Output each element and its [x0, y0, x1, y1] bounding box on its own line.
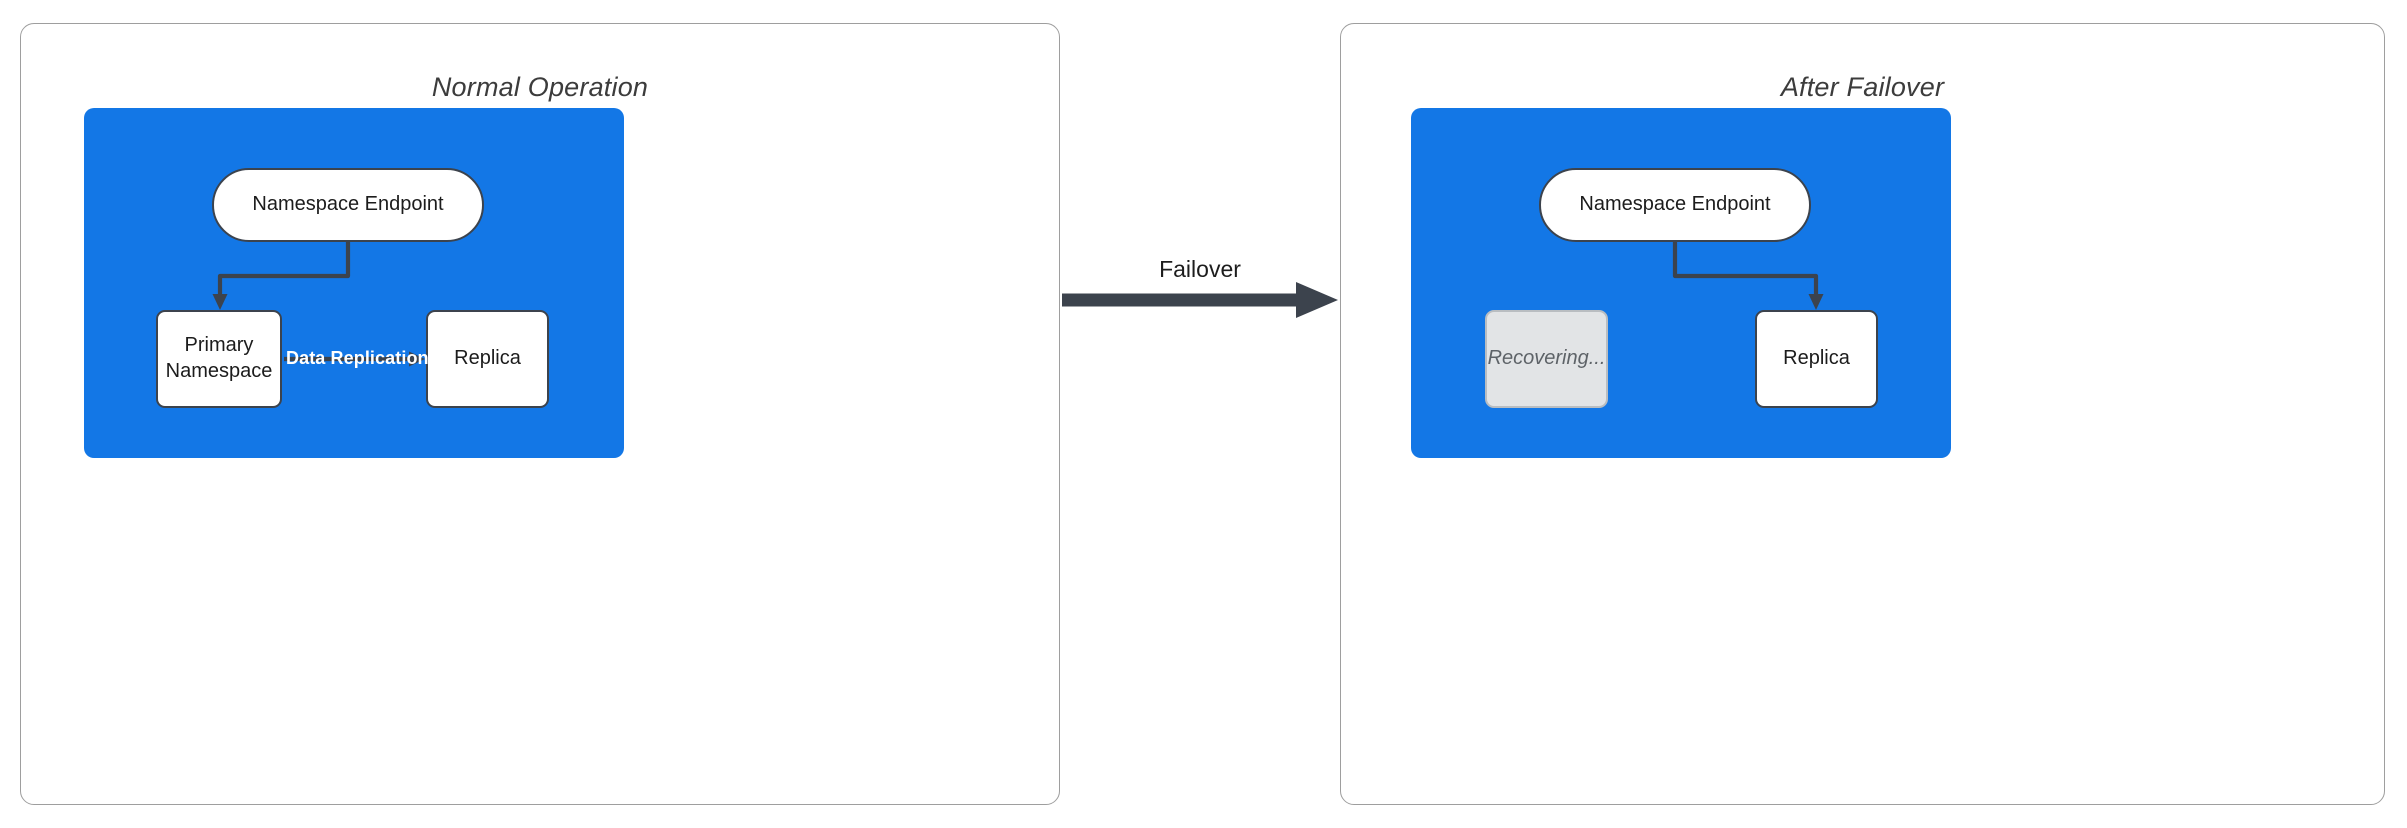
edge-label-data-replication: Data Replication — [286, 348, 429, 368]
node-label: Replica — [454, 347, 521, 370]
node-namespace-endpoint[interactable]: Namespace Endpoint — [1539, 168, 1811, 242]
node-recovering: Recovering... — [1485, 310, 1608, 408]
failover-label: Failover — [1159, 256, 1241, 282]
panel-title-normal-operation: Normal Operation — [431, 72, 649, 102]
failover-transition: Failover — [1060, 250, 1340, 360]
node-label: Recovering... — [1487, 347, 1606, 370]
node-label-line-1: Primary — [184, 334, 254, 357]
node-replica[interactable]: Replica — [426, 310, 549, 408]
node-namespace-endpoint[interactable]: Namespace Endpoint — [212, 168, 484, 242]
node-label-line-2: Namespace — [165, 360, 273, 382]
node-replica[interactable]: Replica — [1755, 310, 1878, 408]
node-label: Namespace Endpoint — [1579, 193, 1771, 216]
panel-after-failover: After Failover Namespace Endpoint Recove… — [1340, 23, 2385, 805]
panel-title-after-failover: After Failover — [1780, 72, 1945, 102]
node-label: Replica — [1783, 347, 1850, 370]
node-label: Namespace Endpoint — [252, 193, 444, 216]
panel-normal-operation: Normal Operation Namespace Endpoint — [20, 23, 1060, 805]
blue-region-after-failover: Namespace Endpoint Recovering... Replica — [1411, 108, 1951, 458]
edge-endpoint-to-replica — [1672, 239, 1824, 310]
node-primary-namespace[interactable]: Primary Namespace — [156, 310, 282, 408]
node-label: Primary Namespace — [166, 333, 273, 384]
blue-region-normal-operation: Namespace Endpoint Primary Namespace Rep… — [84, 108, 624, 458]
edge-endpoint-to-primary — [212, 239, 351, 310]
arrow-right-icon — [1062, 282, 1338, 318]
